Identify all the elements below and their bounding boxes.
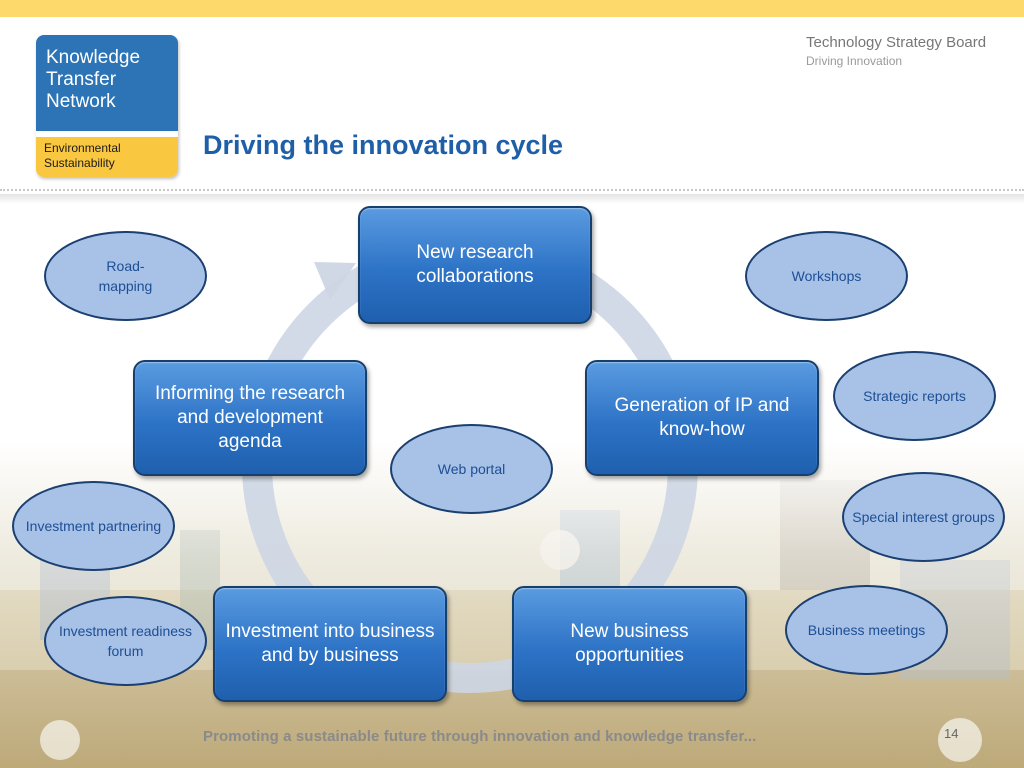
box-label: Investment into business and by business xyxy=(225,621,435,666)
oval-business-meetings: Business meetings xyxy=(785,585,948,675)
knowledge-transfer-network-logo: Knowledge Transfer Network Environmental… xyxy=(36,35,178,177)
box-label: New business opportunities xyxy=(570,621,689,666)
oval-label: Strategic reports xyxy=(863,388,966,404)
oval-strategic-reports: Strategic reports xyxy=(833,351,996,441)
oval-label: Business meetings xyxy=(807,622,926,638)
oval-investment-readiness-forum: Investment readiness forum xyxy=(44,596,207,686)
logo-sub-line-2: Sustainability xyxy=(44,156,115,170)
oval-label: Web portal xyxy=(437,461,506,477)
oval-web-portal: Web portal xyxy=(390,424,553,514)
logo-line-2: Transfer xyxy=(46,69,117,90)
header-shadow-band xyxy=(0,194,1024,204)
oval-label: Investment readiness forum xyxy=(58,623,193,659)
box-label: Informing the research and development a… xyxy=(154,383,346,452)
cycle-box-new-business-opportunities: New business opportunities xyxy=(512,586,747,702)
slide-title: Driving the innovation cycle xyxy=(203,130,564,160)
header-divider xyxy=(0,189,1024,191)
oval-label: Special interest groups xyxy=(852,509,995,525)
box-label: Generation of IP and know-how xyxy=(614,395,790,440)
logo-sub-panel: Environmental Sustainability xyxy=(36,137,178,177)
logo-main-panel: Knowledge Transfer Network xyxy=(36,35,178,131)
brand-tagline: Driving Innovation xyxy=(806,54,903,68)
oval-roadmapping: Road- mapping xyxy=(44,231,207,321)
cycle-arrowhead xyxy=(314,262,356,300)
oval-label: Investment partnering xyxy=(25,518,162,534)
logo-line-1: Knowledge xyxy=(46,47,141,68)
brand-name: Technology Strategy Board xyxy=(806,34,987,51)
oval-special-interest-groups: Special interest groups xyxy=(842,472,1005,562)
logo-sub-line-1: Environmental xyxy=(44,141,121,155)
cycle-box-investment-into-business: Investment into business and by business xyxy=(213,586,447,702)
cycle-box-generation-of-ip: Generation of IP and know-how xyxy=(585,360,819,476)
page-number: 14 xyxy=(944,726,959,741)
top-accent-bar xyxy=(0,0,1024,17)
oval-investment-partnering: Investment partnering xyxy=(12,481,175,571)
box-label: New research collaborations xyxy=(416,242,534,287)
logo-line-3: Network xyxy=(46,91,116,112)
footer-tagline: Promoting a sustainable future through i… xyxy=(203,728,757,745)
logo-divider xyxy=(36,131,178,137)
cycle-box-new-research-collaborations: New research collaborations xyxy=(358,206,592,324)
oval-label: Workshops xyxy=(791,268,862,284)
oval-label: Road- mapping xyxy=(98,258,153,294)
oval-workshops: Workshops xyxy=(745,231,908,321)
cycle-box-informing-research-agenda: Informing the research and development a… xyxy=(133,360,367,476)
